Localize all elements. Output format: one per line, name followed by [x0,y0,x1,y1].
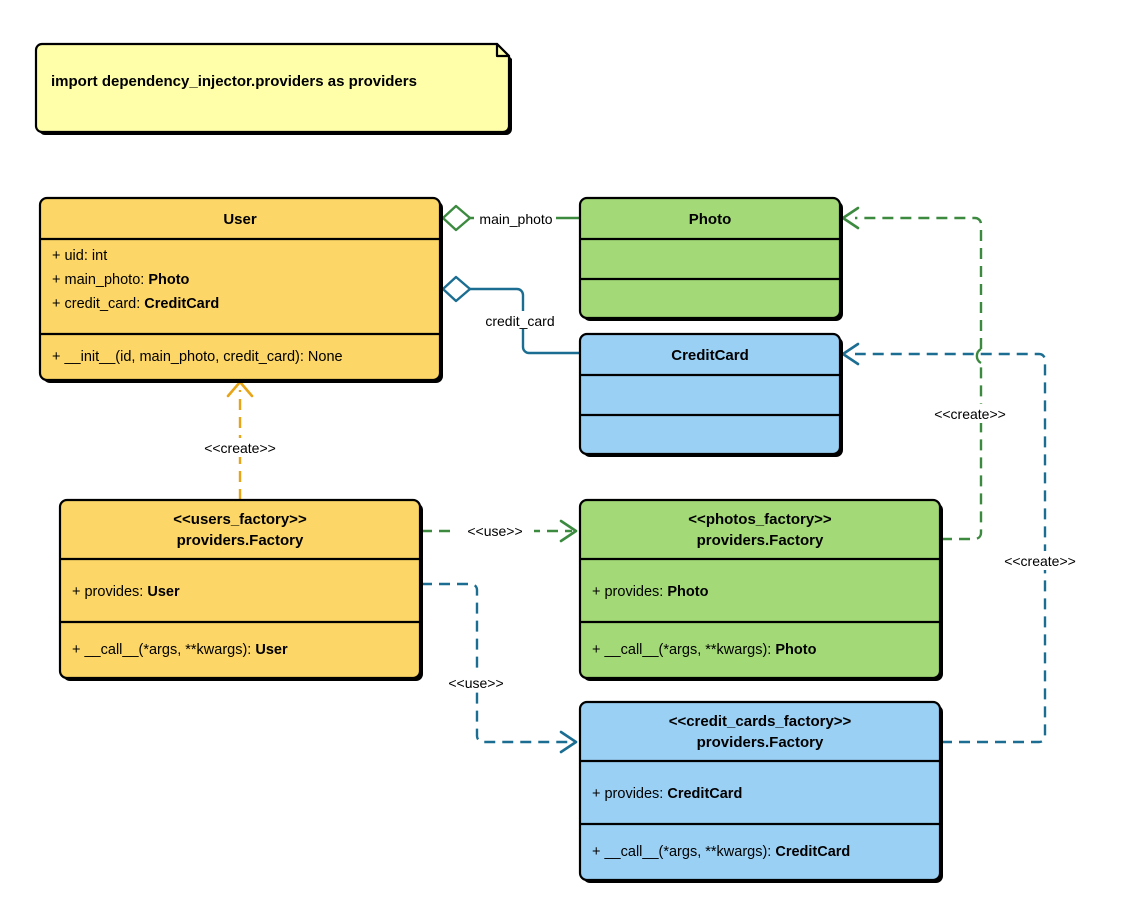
class-method: + __call__(*args, **kwargs): User [72,642,288,658]
note-folded-corner-icon [495,42,511,58]
edge-label-use-credit-cards: <<use>> [448,675,503,691]
note-body [34,42,511,134]
class-body [578,498,942,680]
edge-label-credit-card: credit_card [485,313,554,329]
class-stereotype-users-factory: <<users_factory>> [173,511,307,528]
edge-users-factory-creates-user: <<create>> [190,380,290,500]
edge-user-credit-card: credit_card [441,275,580,355]
class-attribute: + provides: Photo [592,584,709,600]
class-title-photo: Photo [689,211,732,228]
aggregation-diamond-icon [441,204,472,232]
edge-label-bg [466,311,574,329]
class-method: + __init__(id, main_photo, credit_card):… [52,349,343,365]
class-attribute: + main_photo: Photo [52,272,190,288]
edge-photos-factory-creates-photo: <<create>> [841,206,1020,541]
class-title-photos-factory: providers.Factory [697,532,824,549]
class-attribute: + provides: User [72,584,180,600]
edge-label-bg [190,438,290,457]
edge-label-create-photo: <<create>> [934,406,1006,422]
class-attribute: + provides: CreditCard [592,786,742,802]
class-title-user: User [223,211,257,228]
open-arrow-icon [226,380,254,398]
class-stereotype-credit-cards-factory: <<credit_cards_factory>> [669,713,852,730]
class-box-photos-factory[interactable]: <<photos_factory>> providers.Factory + p… [578,498,943,681]
class-attribute: + uid: int [52,248,107,264]
class-box-credit-card[interactable]: CreditCard [578,332,843,457]
class-method: + __call__(*args, **kwargs): CreditCard [592,844,850,860]
edge-label-create-credit-card: <<create>> [1004,553,1076,569]
edge-label-bg [437,674,515,692]
edge-users-factory-uses-credit-cards-factory: <<use>> [421,582,578,754]
class-box-credit-cards-factory[interactable]: <<credit_cards_factory>> providers.Facto… [578,700,943,883]
edge-user-main-photo: main_photo [441,204,580,232]
open-arrow-icon [559,730,578,754]
class-title-credit-card: CreditCard [671,347,749,364]
edge-label-bg [990,551,1090,570]
edge-label-create-user: <<create>> [204,440,276,456]
class-attribute: + credit_card: CreditCard [52,296,219,312]
edge-create-photo-line [855,216,983,541]
edge-users-factory-uses-photos-factory: <<use>> [421,519,578,543]
edge-label-use-photos: <<use>> [467,523,522,539]
open-arrow-icon [559,519,578,543]
aggregation-diamond-icon [441,275,472,303]
edge-credit-cards-factory-creates-credit-card: <<create>> [841,342,1090,744]
class-body [578,700,942,882]
note-import-statement: import dependency_injector.providers as … [34,42,512,135]
edge-label-bg [920,404,1020,423]
line-hop-icon [975,347,982,365]
class-title-users-factory: providers.Factory [177,532,304,549]
edge-label-bg [456,522,534,540]
class-box-users-factory[interactable]: <<users_factory>> providers.Factory + pr… [58,498,423,681]
class-method: + __call__(*args, **kwargs): Photo [592,642,817,658]
edge-create-credit-card-line [855,352,1047,744]
class-box-photo[interactable]: Photo [578,196,843,321]
edge-label-main-photo: main_photo [479,211,552,227]
class-title-credit-cards-factory: providers.Factory [697,734,824,751]
note-text: import dependency_injector.providers as … [51,73,417,90]
class-stereotype-photos-factory: <<photos_factory>> [688,511,832,528]
edge-use-credit-cards-line [421,582,572,744]
edge-label-bg [474,209,556,227]
class-body [58,498,422,680]
class-box-user[interactable]: User + uid: int + main_photo: Photo + cr… [38,196,443,383]
class-body [578,196,842,320]
class-body [578,332,842,456]
